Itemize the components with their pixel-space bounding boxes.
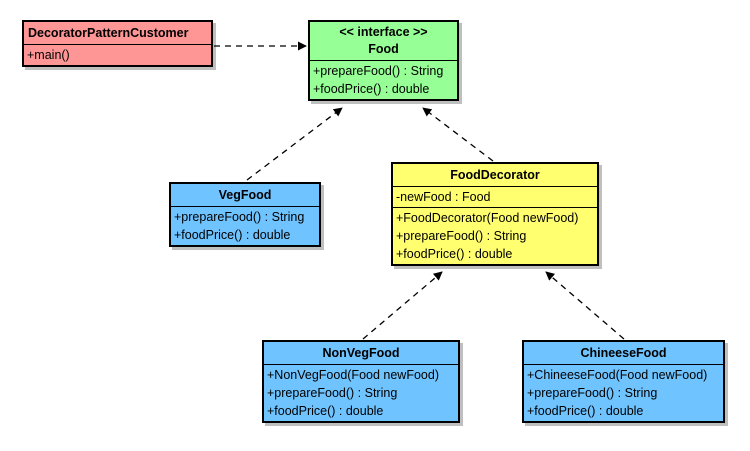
class-decorator-pattern-customer[interactable]: DecoratorPatternCustomer +main()	[22, 20, 213, 67]
inheritance-chinese-to-decorator-arrow	[545, 271, 625, 340]
method: +prepareFood() : String	[396, 229, 527, 243]
method: +foodPrice() : double	[174, 228, 291, 242]
class-name: VegFood	[171, 184, 319, 207]
inheritance-nonveg-to-decorator-arrow	[362, 271, 443, 340]
method: +prepareFood() : String	[267, 386, 398, 400]
method: +prepareFood() : String	[313, 64, 444, 78]
class-vegfood[interactable]: VegFood +prepareFood() : String +foodPri…	[169, 182, 321, 247]
class-name: FoodDecorator	[393, 164, 597, 187]
methods-section: +main()	[24, 45, 211, 65]
class-chineesefood[interactable]: ChineeseFood +ChineeseFood(Food newFood)…	[522, 340, 725, 423]
method: +NonVegFood(Food newFood)	[267, 368, 439, 382]
method: +foodPrice() : double	[527, 404, 644, 418]
method: +foodPrice() : double	[396, 247, 513, 261]
method: +FoodDecorator(Food newFood)	[396, 211, 579, 225]
stereotype-label: << interface >>	[339, 25, 428, 39]
attribute: -newFood : Food	[396, 190, 491, 204]
methods-section: +FoodDecorator(Food newFood) +prepareFoo…	[393, 208, 597, 264]
class-header: << interface >> Food	[310, 22, 457, 61]
class-name: NonVegFood	[264, 342, 458, 365]
class-nonvegfood[interactable]: NonVegFood +NonVegFood(Food newFood) +pr…	[262, 340, 460, 423]
method: +foodPrice() : double	[313, 82, 430, 96]
method: +main()	[27, 48, 70, 62]
method: +prepareFood() : String	[174, 210, 305, 224]
method: +ChineeseFood(Food newFood)	[527, 368, 708, 382]
methods-section: +prepareFood() : String +foodPrice() : d…	[310, 61, 457, 99]
method: +prepareFood() : String	[527, 386, 658, 400]
interface-food[interactable]: << interface >> Food +prepareFood() : St…	[308, 20, 459, 101]
attributes-section: -newFood : Food	[393, 187, 597, 208]
methods-section: +prepareFood() : String +foodPrice() : d…	[171, 207, 319, 245]
class-name: ChineeseFood	[524, 342, 723, 365]
methods-section: +NonVegFood(Food newFood) +prepareFood()…	[264, 365, 458, 421]
class-name: DecoratorPatternCustomer	[24, 22, 211, 45]
realization-decorator-to-food-arrow	[422, 107, 494, 162]
realization-vegfood-to-food-arrow	[246, 107, 343, 181]
class-food-decorator[interactable]: FoodDecorator -newFood : Food +FoodDecor…	[391, 162, 599, 266]
class-name: Food	[368, 42, 399, 56]
method: +foodPrice() : double	[267, 404, 384, 418]
methods-section: +ChineeseFood(Food newFood) +prepareFood…	[524, 365, 723, 421]
